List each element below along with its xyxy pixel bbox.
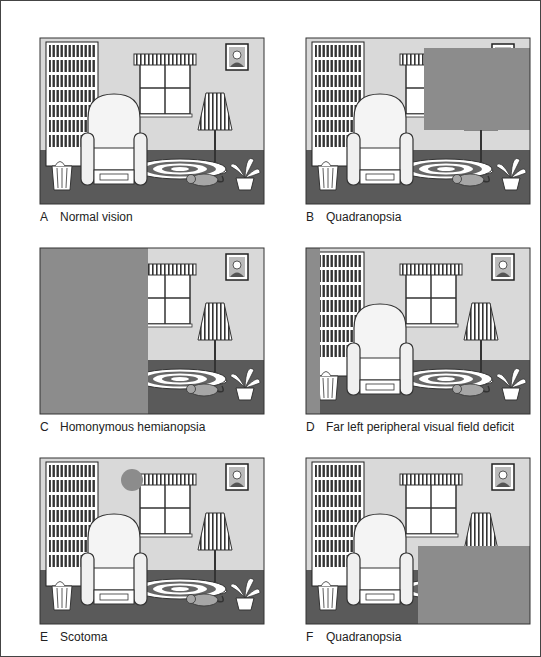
caption-text: Scotoma [60,630,107,644]
caption-letter: E [40,630,48,644]
caption-letter: B [306,210,314,224]
panel-normal [40,38,264,204]
caption-text: Quadranopsia [326,630,401,644]
caption-text: Normal vision [60,210,133,224]
panel-scotoma [40,458,264,624]
caption-letter: A [40,210,48,224]
caption-text: Far left peripheral visual field deficit [326,420,514,434]
panel-upper-quadrant [306,38,530,204]
panel-hemianopsia [40,248,264,414]
caption-text: Quadranopsia [326,210,401,224]
caption-text: Homonymous hemianopsia [60,420,205,434]
panel-lower-quadrant [306,458,530,624]
caption-letter: D [306,420,315,434]
panel-peripheral [306,248,530,414]
caption-letter: C [40,420,49,434]
caption-letter: F [306,630,313,644]
